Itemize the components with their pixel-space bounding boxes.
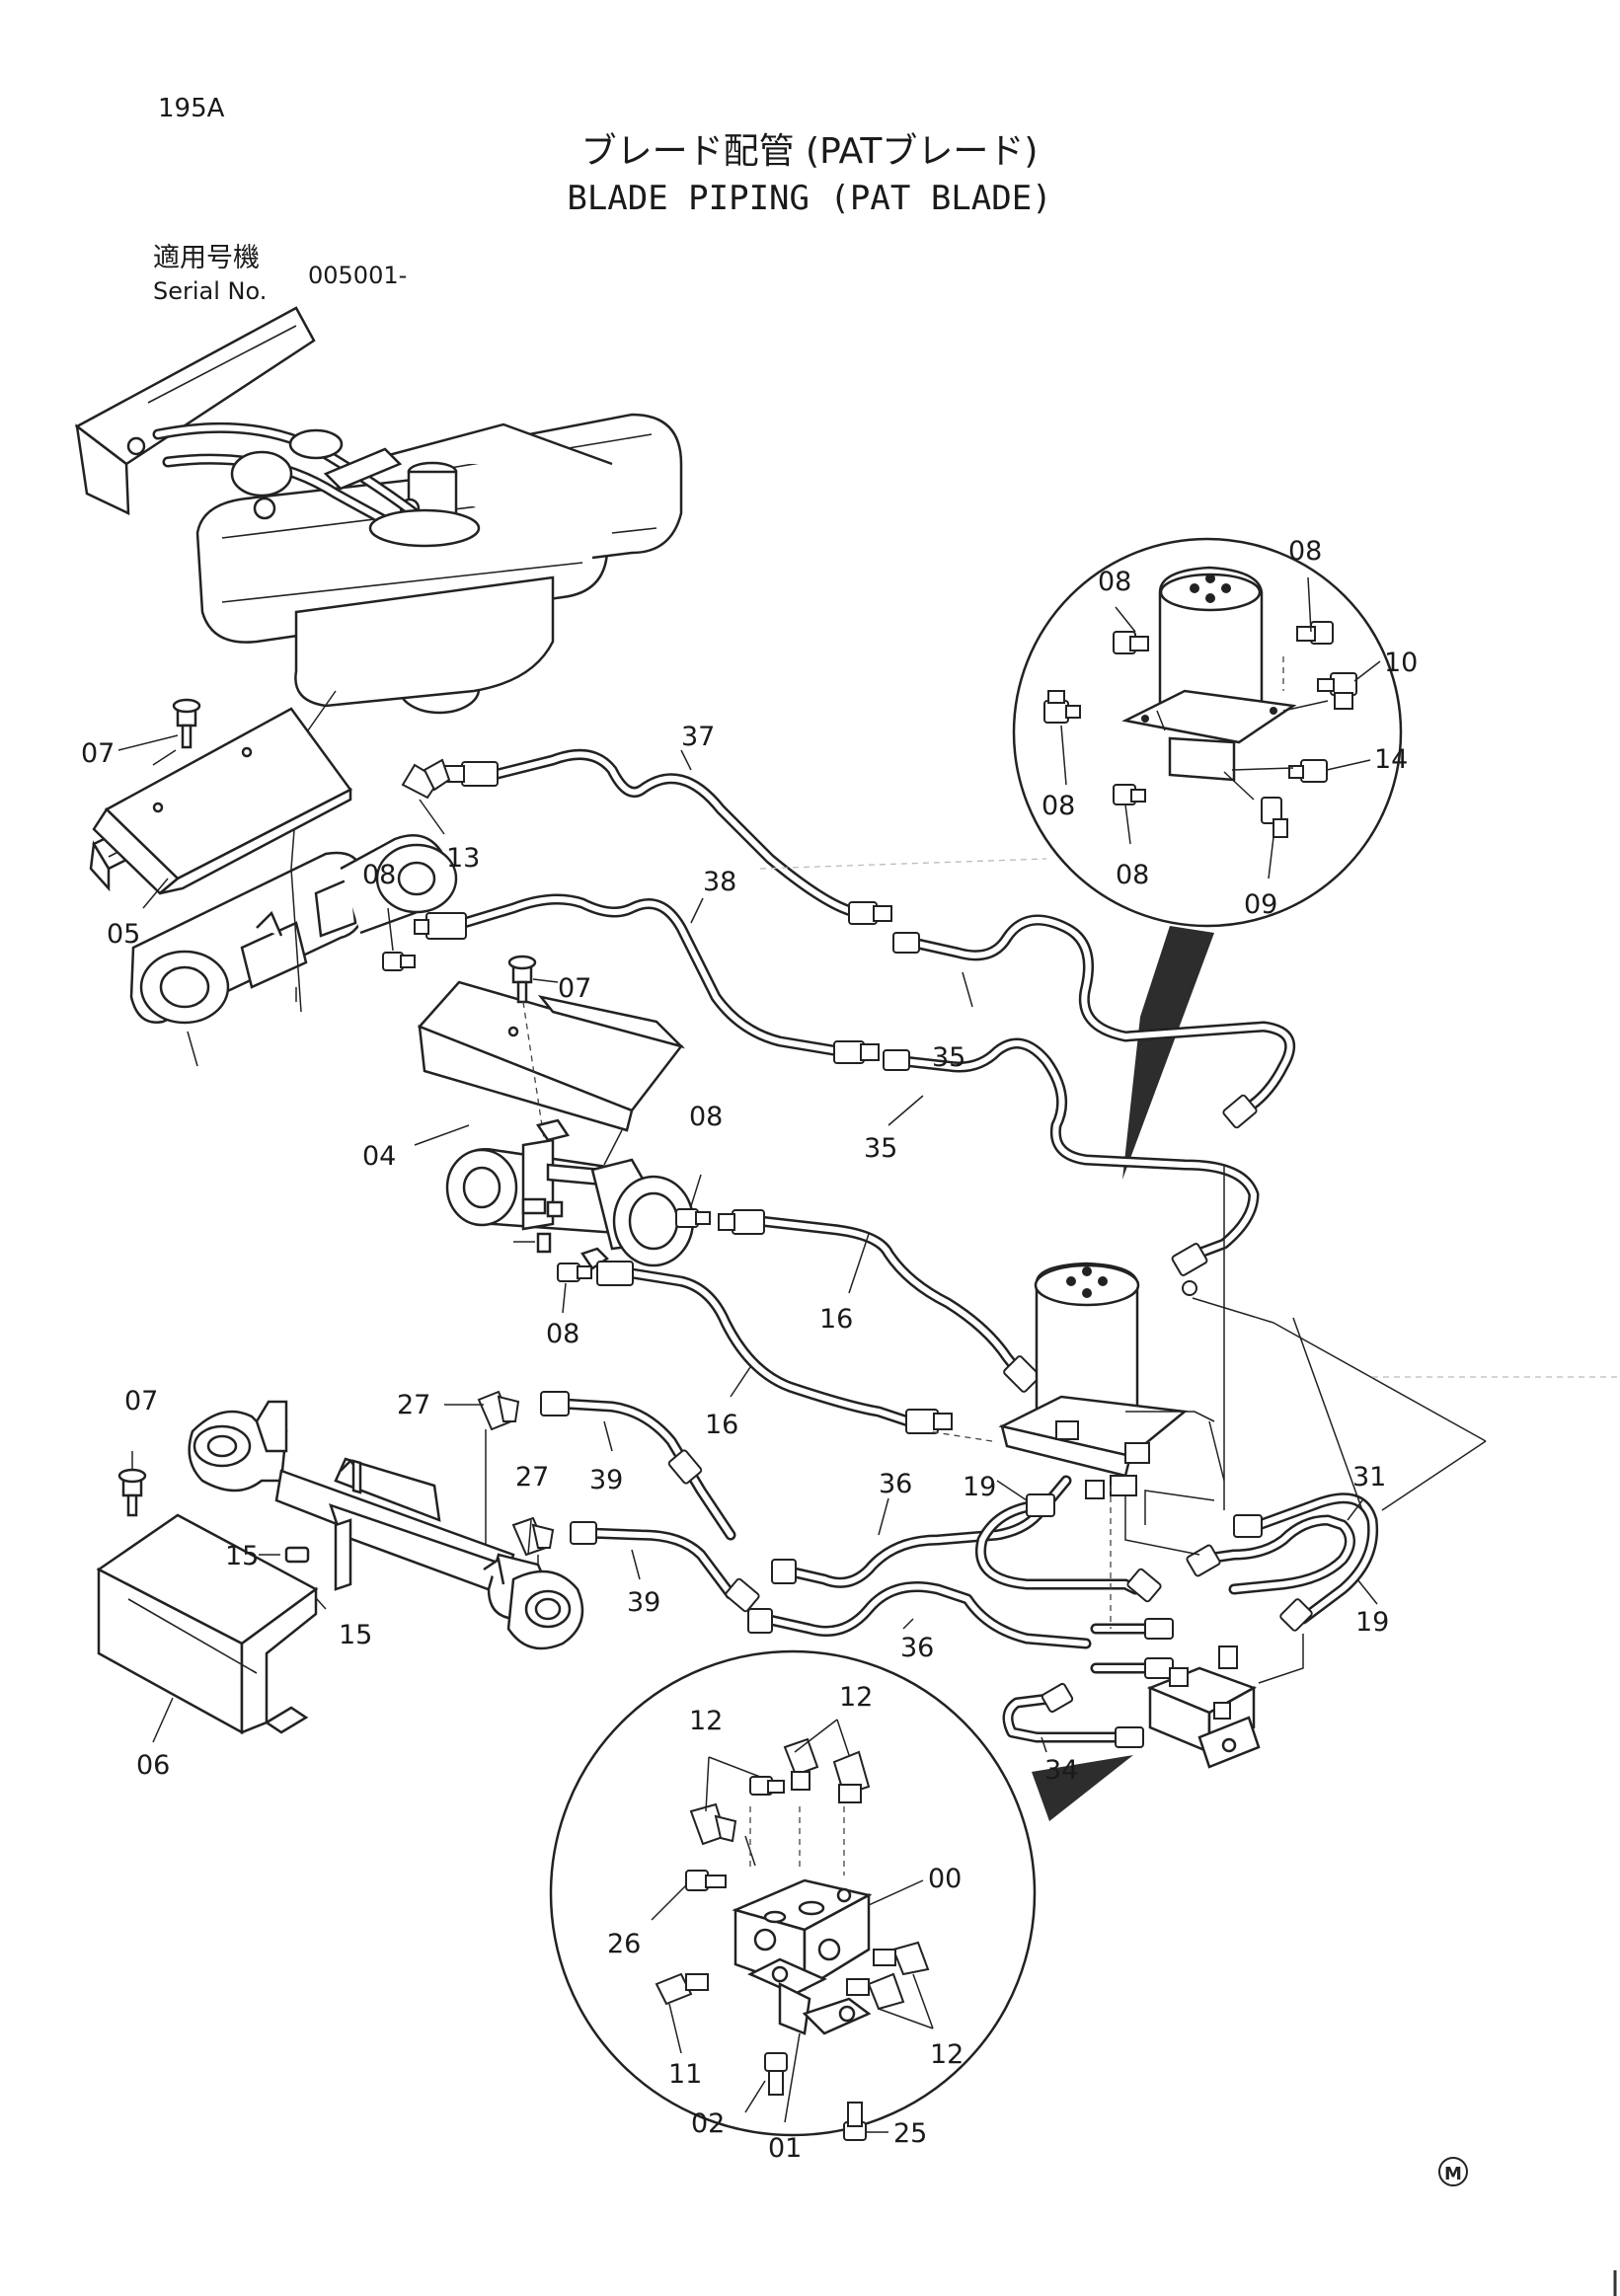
serial-number: 005001- xyxy=(308,262,407,289)
callout-35-upper: 35 xyxy=(932,1042,965,1073)
hoses-35 xyxy=(883,914,1296,1296)
callout-27-lower: 27 xyxy=(515,1462,549,1492)
callout-08-middle: 08 xyxy=(689,1102,723,1132)
callout-16-upper: 16 xyxy=(819,1304,853,1335)
callout-16-lower: 16 xyxy=(705,1410,738,1440)
manufacturer-mark: M xyxy=(1438,2157,1468,2186)
callout-block-25: 25 xyxy=(893,2118,927,2149)
callout-block-01: 01 xyxy=(768,2133,802,2164)
callout-detail-09: 09 xyxy=(1244,889,1277,920)
callout-36-lower: 36 xyxy=(900,1633,934,1663)
callout-block-02: 02 xyxy=(691,2108,725,2139)
page-number: 195A xyxy=(158,94,225,123)
callout-04: 04 xyxy=(362,1141,396,1172)
callout-detail-08-d: 08 xyxy=(1116,860,1149,890)
callout-08-upper: 08 xyxy=(362,860,396,890)
callout-38: 38 xyxy=(703,867,736,897)
callout-block-12-c: 12 xyxy=(930,2039,964,2070)
cover-06 xyxy=(96,1451,319,1743)
elbow-fitting-13 xyxy=(401,758,451,835)
callout-block-00: 00 xyxy=(928,1864,962,1894)
hoses-19-31-34 xyxy=(975,1165,1487,1769)
serial-label-japanese: 適用号機 xyxy=(153,243,260,273)
callout-block-26: 26 xyxy=(607,1929,641,1959)
excavator-overview-illustration xyxy=(74,306,683,715)
callout-06: 06 xyxy=(136,1750,170,1781)
hose-38 xyxy=(382,893,880,1064)
callout-37: 37 xyxy=(681,722,715,752)
callout-07-upper: 07 xyxy=(81,738,115,769)
detail-circle-valve-block xyxy=(549,1649,1133,2141)
callout-19-right: 19 xyxy=(1355,1607,1389,1638)
callout-35-lower: 35 xyxy=(864,1133,897,1164)
detail-circle-valve-fittings xyxy=(1012,537,1403,1180)
callout-05: 05 xyxy=(107,919,140,950)
cover-05 xyxy=(92,698,352,909)
callout-labels: 07 05 13 37 08 38 07 04 35 35 08 08 16 1… xyxy=(81,536,1418,2164)
cover-04 xyxy=(414,955,686,1166)
adapter-08-upper xyxy=(675,1174,711,1228)
serial-label-english: Serial No. xyxy=(153,277,267,305)
scan-edge-line-top xyxy=(759,858,1047,870)
callout-34: 34 xyxy=(1044,1755,1078,1786)
callout-detail-10: 10 xyxy=(1384,648,1418,678)
title-english: BLADE PIPING (PAT BLADE) xyxy=(567,179,1051,218)
blade-cylinder-middle xyxy=(445,1118,695,1270)
callout-13: 13 xyxy=(446,843,480,874)
pat-valve-main xyxy=(927,1262,1215,1499)
callout-block-12-b: 12 xyxy=(839,1682,873,1713)
callout-block-12-a: 12 xyxy=(689,1706,723,1736)
elbow-fittings-27 xyxy=(444,1390,555,1589)
callout-27-upper: 27 xyxy=(397,1390,430,1420)
callout-19-left: 19 xyxy=(963,1472,996,1502)
callout-15-lower: 15 xyxy=(339,1620,372,1650)
hose-37 xyxy=(441,748,892,925)
hoses-16 xyxy=(596,1209,1041,1434)
callout-detail-08-a: 08 xyxy=(1098,567,1131,597)
callout-31: 31 xyxy=(1352,1462,1386,1492)
callout-39-lower: 39 xyxy=(627,1587,660,1618)
callout-08-lower: 08 xyxy=(546,1319,579,1349)
callout-36-upper: 36 xyxy=(879,1469,912,1499)
adapter-08-lower xyxy=(557,1263,592,1314)
manufacturer-mark-letter: M xyxy=(1444,2164,1462,2184)
callout-07-middle: 07 xyxy=(558,973,591,1004)
callout-15-upper: 15 xyxy=(225,1541,259,1571)
callout-07-lower: 07 xyxy=(124,1386,158,1416)
callout-block-11: 11 xyxy=(668,2059,702,2090)
hoses-39 xyxy=(540,1391,760,1613)
callout-detail-14: 14 xyxy=(1374,744,1408,775)
blade-cylinder-lower xyxy=(188,1400,584,1650)
callout-detail-08-c: 08 xyxy=(1041,791,1075,821)
callout-detail-08-b: 08 xyxy=(1288,536,1322,567)
callout-39-upper: 39 xyxy=(589,1465,623,1495)
hoses-36 xyxy=(747,1475,1092,1649)
title-japanese: ブレード配管 (PATブレード) xyxy=(581,131,1039,172)
